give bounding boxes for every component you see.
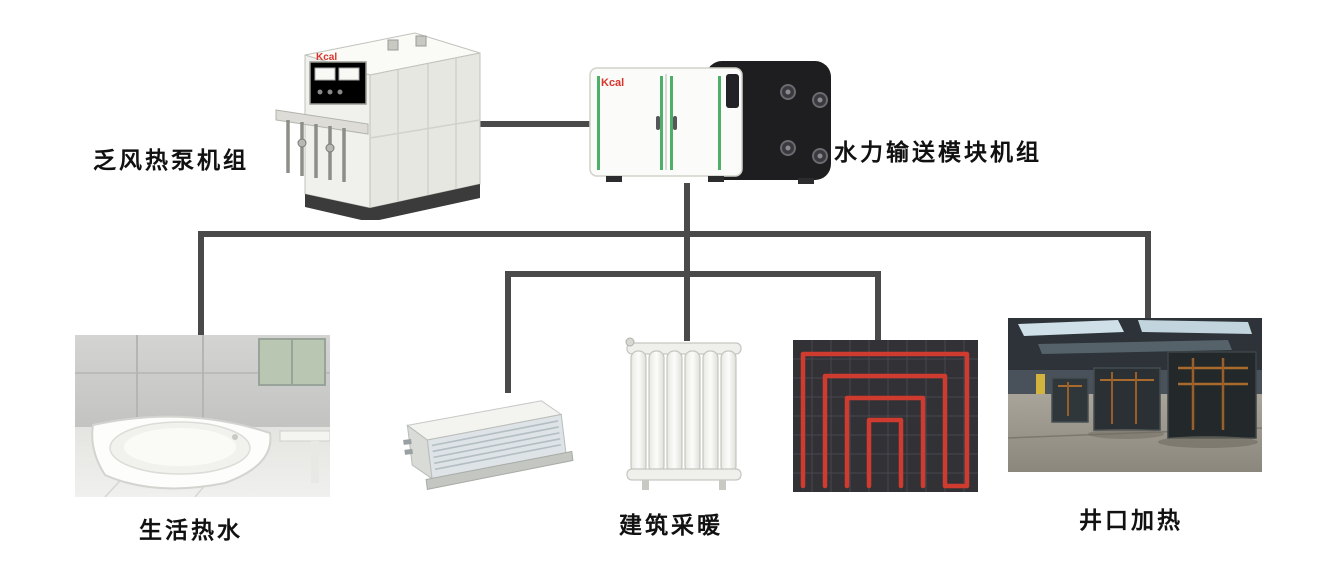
fan-coil-image bbox=[388, 372, 583, 503]
connector-drop-radiator bbox=[684, 271, 690, 341]
connector-bus-second bbox=[505, 271, 881, 277]
connector-drop-floorheating bbox=[875, 271, 881, 346]
module-brand-text: Kcal bbox=[601, 77, 624, 89]
heatpump-side-face bbox=[369, 52, 481, 209]
fan-coil-unit bbox=[403, 400, 574, 490]
heating-label: 建筑采暖 bbox=[619, 512, 723, 538]
wellhead-image bbox=[1008, 318, 1262, 472]
hot-water-label: 生活热水 bbox=[139, 517, 243, 543]
connector-drop-fancoil bbox=[505, 271, 511, 393]
connector-module-down bbox=[684, 183, 690, 237]
connector-heatpump-to-module bbox=[474, 121, 604, 127]
connector-drop-wellhead bbox=[1145, 231, 1151, 326]
connector-drop-hotwater bbox=[198, 231, 204, 341]
hydraulic-module-label: 水力输送模块机组 bbox=[834, 139, 1042, 165]
heatpump-brand-text: Kcal bbox=[316, 52, 337, 63]
heatpump-base bbox=[305, 184, 480, 220]
heat-pump-unit-image: Kcal bbox=[268, 8, 490, 220]
connector-mid-down bbox=[684, 231, 690, 276]
radiator-bottom-header bbox=[626, 468, 742, 481]
connector-bus-top bbox=[198, 231, 1151, 237]
floor-heating-image bbox=[793, 340, 978, 492]
module-display-slot bbox=[726, 74, 739, 108]
wellhead-label: 井口加热 bbox=[1079, 507, 1183, 533]
hot-water-image bbox=[75, 335, 330, 497]
radiator-image bbox=[622, 333, 748, 492]
hydraulic-module-image: Kcal bbox=[588, 58, 833, 188]
heat-pump-label: 乏风热泵机组 bbox=[93, 147, 249, 173]
factory-units bbox=[1051, 351, 1257, 439]
floorheating-pipe bbox=[800, 351, 970, 489]
